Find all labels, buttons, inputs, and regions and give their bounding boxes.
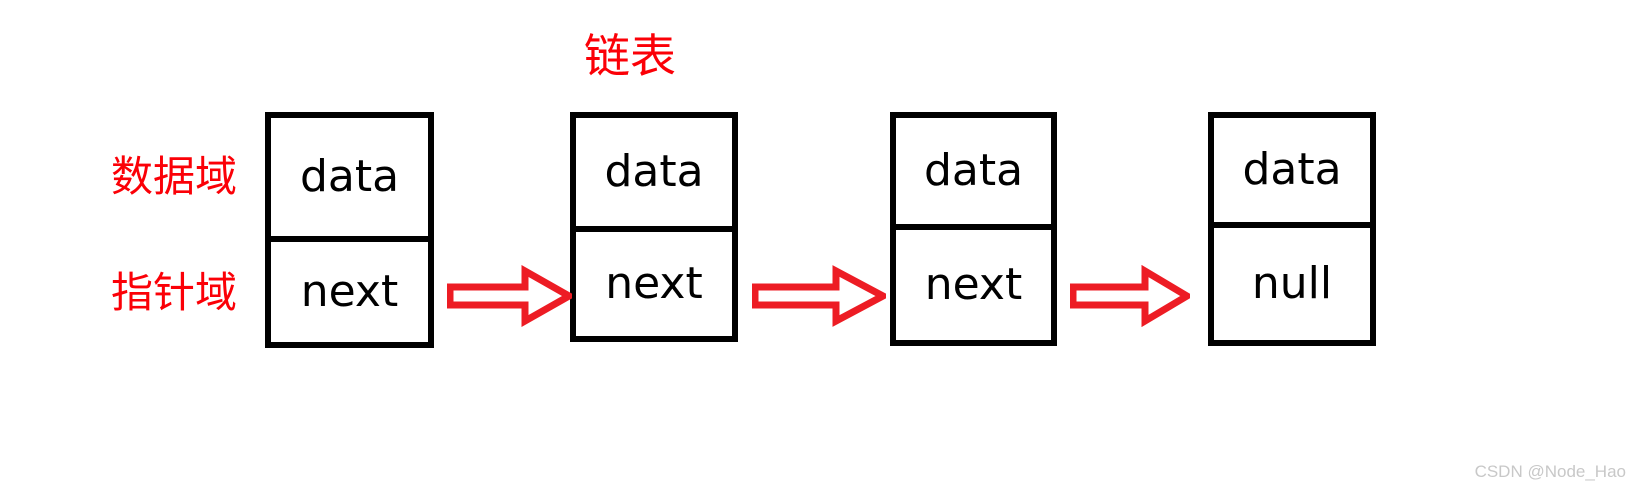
- linked-list-node-1: data next: [265, 112, 434, 348]
- node-4-null-cell: null: [1251, 258, 1333, 310]
- linked-list-node-4: data null: [1208, 112, 1376, 346]
- arrow-right-icon: [752, 265, 886, 327]
- node-2-data-cell: data: [576, 118, 732, 232]
- linked-list-node-3: data next: [890, 112, 1057, 346]
- node-3-data-cell: data: [896, 118, 1051, 231]
- arrow-right-icon: [1070, 265, 1190, 327]
- node-2-next-cell: next: [605, 257, 703, 309]
- arrow-right-icon: [447, 265, 572, 327]
- page-title: 链表: [584, 29, 676, 83]
- label-pointer-field: 指针域: [111, 268, 238, 317]
- watermark: CSDN @Node_Hao: [1474, 462, 1626, 481]
- node-1-next-cell: next: [300, 265, 399, 317]
- node-3-next-cell: next: [924, 259, 1023, 311]
- node-1-data-cell: data: [271, 118, 428, 242]
- label-data-field: 数据域: [111, 152, 238, 201]
- linked-list-node-2: data next: [570, 112, 738, 342]
- node-4-data-cell: data: [1214, 118, 1370, 229]
